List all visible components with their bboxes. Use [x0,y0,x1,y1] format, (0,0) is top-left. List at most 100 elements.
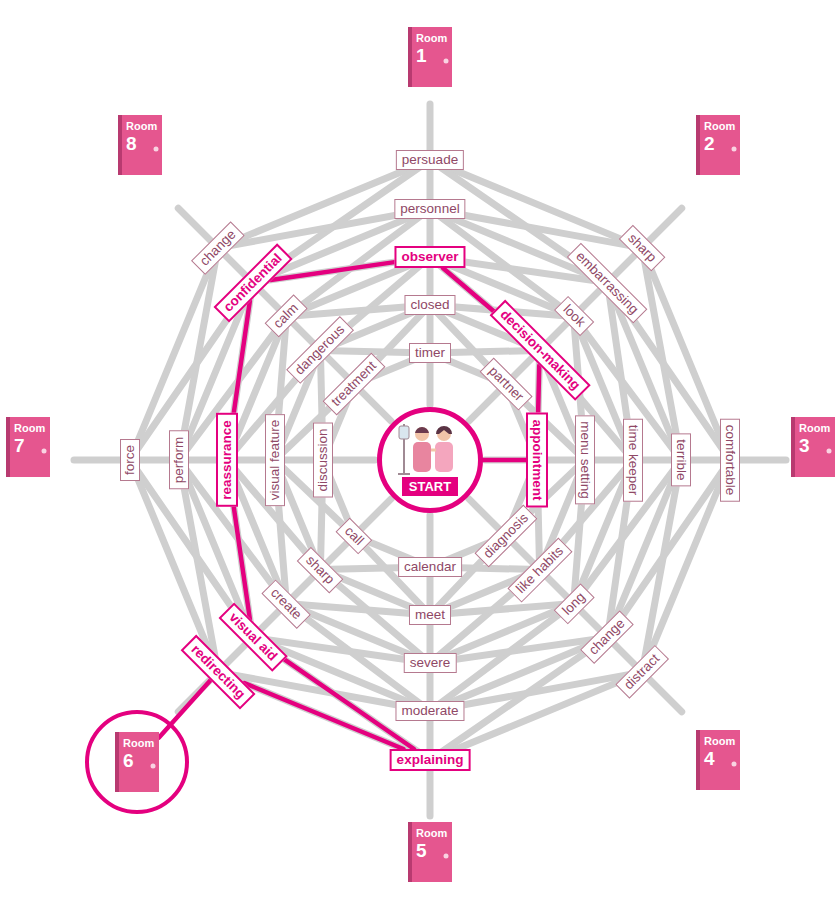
patient-body [413,442,431,472]
word-label: force [122,445,137,475]
word-box: personnel [394,199,465,219]
word-label: visual aid [226,610,280,664]
word-box: dangerous [287,317,355,385]
start-circle: START [377,407,483,513]
route-line [271,262,395,280]
door-panel [115,732,159,792]
word-box: terrible [671,433,691,486]
word-label: dangerous [292,322,348,378]
word-box: explaining [390,749,471,771]
door-hinge [6,417,10,477]
patient-head [415,427,429,441]
word-label: embarrassing [574,248,642,316]
door-hinge [118,115,122,175]
word-label: calm [271,301,302,332]
web-line [179,248,218,460]
word-label: timer [415,345,445,360]
word-label: time keeper [626,425,641,496]
room-number: 1 [416,46,452,65]
word-label: long [559,589,588,618]
door-knob [732,762,737,767]
room-label: Room [126,121,162,132]
web-line [430,604,574,615]
word-box: call [336,517,373,554]
door-knob [732,147,737,152]
route-line [234,507,250,619]
start-label: START [402,477,458,496]
room-number: 8 [126,134,162,153]
room-door: Room 5 [408,822,452,882]
web-line [642,460,681,672]
word-label: redirecting [188,642,248,702]
word-box: closed [404,295,455,315]
room-door: Room 8 [118,115,162,175]
goal-ring [87,712,187,812]
door-knob [827,449,832,454]
word-label: menu setting [578,421,593,498]
room-label: Room [416,33,452,44]
word-label: appointment [530,420,545,501]
word-label: moderate [401,703,458,718]
door-hinge [791,417,795,477]
word-label: create [268,585,305,622]
door-panel [791,417,835,477]
patient-hair [415,427,429,433]
door-hinge [696,115,700,175]
word-box: persuade [396,150,464,170]
word-label: explaining [397,752,464,767]
word-label: perform [171,437,186,484]
room-number: 5 [416,841,452,860]
word-box: observer [394,246,465,268]
word-label: calendar [404,559,456,574]
web-line [430,637,607,760]
word-box: timer [409,343,451,363]
room-number: 2 [704,134,740,153]
route-line [244,683,403,749]
word-box: menu setting [575,415,595,504]
room-door: Room 1 [408,27,452,87]
word-label: call [342,523,367,548]
room-door: Room4 [696,730,740,790]
word-label: terrible [674,439,689,480]
word-box: change [580,610,634,664]
door-hinge [408,822,412,882]
word-box: diagnosis [474,504,537,567]
word-label: change [197,227,239,269]
word-box: meet [409,605,451,625]
word-label: treatment [329,359,380,410]
word-box: sharp [619,225,666,272]
word-label: comfortable [723,425,738,496]
word-box: change [191,221,245,275]
word-box: discussion [313,422,333,497]
word-box: reassurance [216,413,238,507]
door-knob [42,449,47,454]
door-knob [444,59,449,64]
word-label: reassurance [219,420,234,500]
door-hinge [696,730,700,790]
iv-bag [399,426,409,439]
route-line [483,458,526,463]
word-label: closed [410,297,449,312]
room-label: Room [416,828,452,839]
room-door: Room 2 [696,115,740,175]
room-label: Room [704,121,740,132]
word-label: personnel [400,201,459,216]
web-line [642,248,681,460]
room-label: Room [704,736,740,747]
room-label: Room [123,738,159,749]
room-number: 3 [799,436,835,455]
figures [398,424,453,474]
word-box: severe [404,653,457,673]
word-label: persuade [402,152,458,167]
word-box: like habits [507,537,572,602]
word-box: calm [265,295,308,338]
word-box: visual aid [218,603,287,672]
nurse-body [435,442,453,472]
word-label: sharp [625,230,659,264]
word-label: sharp [303,552,337,586]
word-box: distract [615,645,668,698]
door-knob [154,147,159,152]
door-knob [151,764,156,769]
